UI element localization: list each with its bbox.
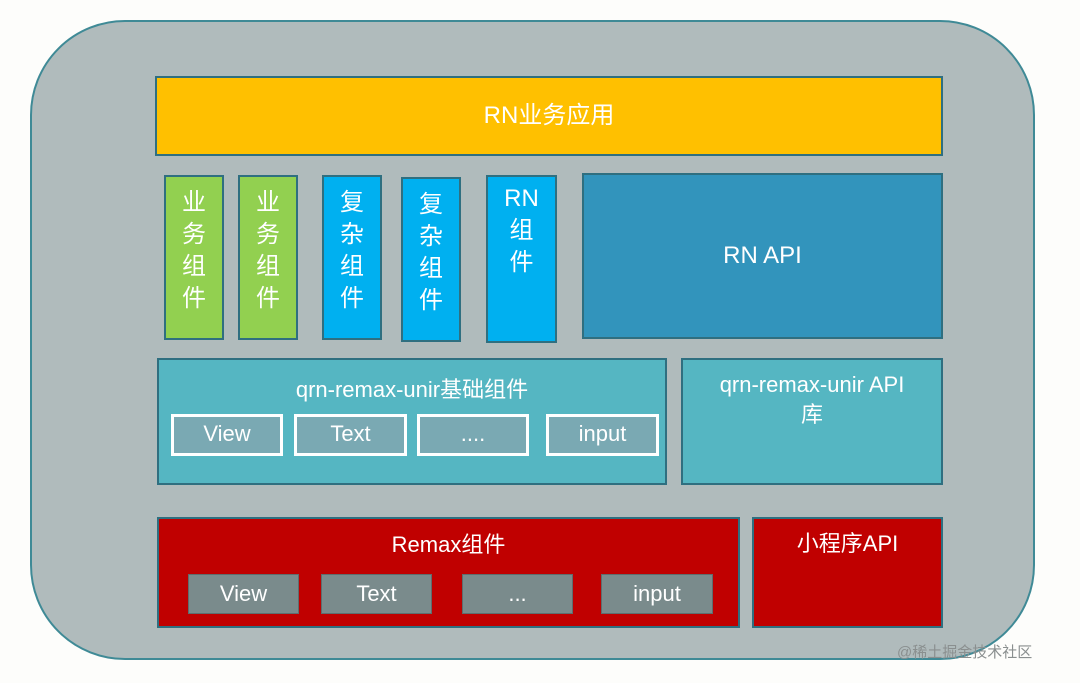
char: 组 (509, 217, 534, 244)
char: 件 (509, 249, 534, 276)
watermark: @稀土掘金技术社区 (897, 644, 1033, 661)
char: 杂 (340, 221, 364, 248)
char: 件 (256, 285, 280, 312)
char: 复 (419, 191, 443, 218)
qrn-components-title: qrn-remax-unir基础组件 (295, 377, 529, 402)
char: 件 (419, 287, 443, 314)
char: 件 (340, 285, 364, 312)
char: 组 (340, 253, 364, 280)
char: 组 (419, 255, 443, 282)
char: 杂 (419, 223, 443, 250)
char: 务 (182, 221, 206, 248)
qrn-chip-view: View (171, 414, 283, 456)
business-component-1: 业 务 组 件 (164, 175, 224, 340)
business-component-2: 业 务 组 件 (238, 175, 298, 340)
char: 组 (256, 253, 280, 280)
remax-chip-input: input (601, 574, 713, 614)
qrn-base-components: qrn-remax-unir基础组件 View Text .... input (157, 358, 667, 485)
rn-component: RN 组 件 (486, 175, 557, 343)
remax-chip-more: ... (462, 574, 573, 614)
char: 复 (340, 189, 364, 216)
rn-api-block: RN API (582, 173, 943, 339)
rn-business-app-layer: RN业务应用 (155, 76, 943, 156)
char: 组 (182, 253, 206, 280)
char: 务 (256, 221, 280, 248)
char: 业 (182, 189, 206, 216)
qrn-api-subtitle: 库 (800, 402, 823, 427)
char: 件 (182, 285, 206, 312)
remax-components: Remax组件 View Text ... input (157, 517, 740, 628)
complex-component-2: 复 杂 组 件 (401, 177, 461, 342)
qrn-chip-text: Text (294, 414, 407, 456)
qrn-api-title: qrn-remax-unir API (719, 372, 905, 397)
char: RN (504, 185, 539, 212)
qrn-api-library: qrn-remax-unir API 库 (681, 358, 943, 485)
remax-chip-view: View (188, 574, 299, 614)
qrn-chip-more: .... (417, 414, 529, 456)
qrn-chip-input: input (546, 414, 659, 456)
remax-chip-text: Text (321, 574, 432, 614)
complex-component-1: 复 杂 组 件 (322, 175, 382, 340)
miniprogram-api-block: 小程序API (752, 517, 943, 628)
char: 业 (256, 189, 280, 216)
remax-components-title: Remax组件 (391, 532, 506, 557)
